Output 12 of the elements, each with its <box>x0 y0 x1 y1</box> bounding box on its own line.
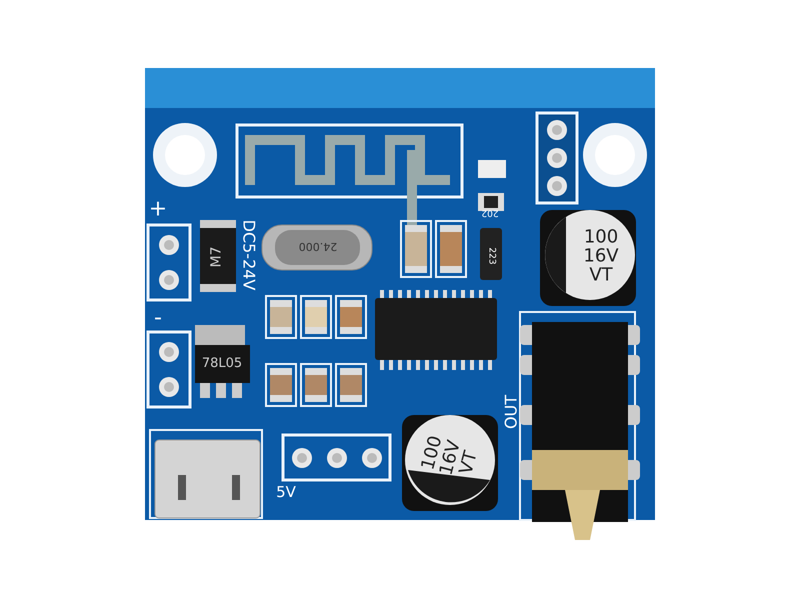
capacitor-marking: 100 16V VT <box>582 228 620 286</box>
output-label: OUT <box>504 394 520 430</box>
capacitor-marking: 100 16V VT <box>417 432 482 480</box>
voltage-label: DC5-24V <box>240 220 256 290</box>
resistor-marking: 202 <box>481 207 499 217</box>
resistor-marking: 223 <box>486 247 496 265</box>
polarity-label: + <box>148 197 168 221</box>
diode-marking: M7 <box>210 246 224 268</box>
voltage-label: 5V <box>276 485 296 501</box>
regulator-marking: 78L05 <box>202 357 242 371</box>
polarity-label: - <box>154 306 162 330</box>
crystal-marking: 24.000 <box>298 240 338 252</box>
